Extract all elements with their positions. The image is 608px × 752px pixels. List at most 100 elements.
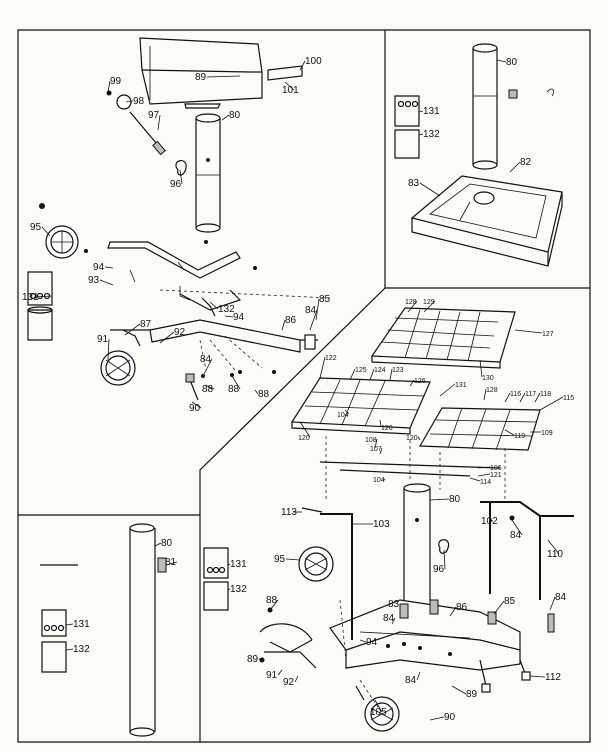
leader-line	[315, 298, 320, 321]
leader-line	[504, 429, 515, 436]
part-callout-98: 98	[133, 96, 145, 107]
rivet	[84, 249, 88, 253]
part-callout-109: 109	[541, 430, 553, 437]
part-callout-131: 131	[73, 619, 90, 630]
sleeve-131-left	[27, 271, 53, 306]
leader-line	[451, 685, 467, 695]
side-handle-103	[301, 507, 353, 640]
base-frame	[329, 599, 555, 671]
leader-line	[258, 658, 263, 661]
part-callout-102: 102	[481, 516, 498, 527]
panel-borders	[17, 29, 591, 743]
part-callout-132: 132	[230, 584, 247, 595]
part-callout-132: 132	[218, 304, 235, 315]
leader-line	[154, 542, 162, 547]
dash-guides-top	[159, 289, 331, 371]
leader-line	[125, 100, 134, 103]
part-callout-131: 131	[455, 382, 467, 389]
part-callout-92: 92	[283, 677, 295, 688]
part-callout-125: 125	[355, 367, 367, 374]
leader-line	[179, 169, 183, 185]
sleeve-132-left	[27, 306, 53, 341]
leader-line	[423, 300, 436, 313]
leader-line	[281, 319, 286, 331]
part-callout-126: 126	[381, 425, 393, 432]
leader-line	[359, 639, 367, 643]
leader-line	[204, 384, 215, 390]
leader-line	[374, 438, 378, 449]
part-callout-93: 93	[88, 275, 100, 286]
leader-line	[65, 648, 74, 651]
wheel-95-top	[39, 203, 79, 259]
part-callout-126: 126	[414, 378, 426, 385]
axle-bracket	[259, 607, 317, 669]
leader-line	[418, 133, 424, 136]
part-callout-128: 128	[405, 299, 417, 306]
leader-line	[157, 114, 161, 131]
part-callout-115: 115	[563, 395, 574, 402]
part-callout-113: 113	[281, 507, 297, 518]
part-callout-123: 123	[392, 367, 404, 374]
leader-line	[483, 388, 487, 401]
part-callout-128: 128	[486, 387, 498, 394]
leader-line	[221, 114, 230, 121]
leader-line	[429, 716, 445, 721]
part-callout-130: 130	[482, 375, 494, 382]
part-callout-132: 132	[423, 129, 440, 140]
part-callout-120: 120	[406, 435, 418, 442]
leader-line	[349, 368, 356, 381]
leader-line	[416, 671, 421, 681]
part-callout-88: 88	[258, 389, 270, 400]
main-post-top	[195, 113, 221, 233]
leader-line	[209, 301, 219, 310]
part-callout-87: 87	[140, 319, 152, 330]
part-callout-90: 90	[189, 403, 201, 414]
part-callout-129: 129	[423, 299, 435, 306]
part-callout-124: 124	[374, 367, 386, 374]
part-callout-91: 91	[97, 334, 109, 345]
leader-line	[284, 81, 295, 91]
post-80-base	[403, 483, 431, 600]
leader-line	[374, 699, 383, 713]
gas-hose-clip	[175, 160, 187, 176]
leader-line	[539, 396, 564, 411]
part-callout-92: 92	[174, 327, 186, 338]
leader-line	[519, 392, 526, 403]
part-callout-131: 131	[423, 106, 440, 117]
part-callout-110: 110	[547, 549, 563, 560]
leader-line	[65, 623, 74, 626]
part-callout-89: 89	[466, 689, 478, 700]
part-callout-117: 117	[525, 391, 536, 398]
leader-line	[269, 599, 279, 611]
leader-line	[429, 498, 450, 501]
leader-line	[407, 300, 418, 313]
part-callout-101: 101	[282, 85, 299, 96]
inset-bottom-left	[40, 523, 229, 737]
leader-line	[299, 421, 311, 438]
leader-line	[389, 368, 393, 381]
leader-line	[382, 478, 386, 481]
part-callout-85: 85	[319, 294, 331, 305]
burner-box	[139, 37, 303, 109]
leader-line	[206, 75, 241, 78]
part-callout-106: 106	[490, 465, 502, 472]
leader-line	[107, 80, 111, 93]
part-callout-95: 95	[274, 554, 286, 565]
part-callout-119: 119	[514, 433, 525, 440]
leader-line	[449, 606, 457, 617]
part-callout-104: 104	[337, 412, 349, 419]
hose-clip-base	[438, 539, 450, 554]
leader-line	[309, 309, 318, 331]
leader-line	[99, 279, 114, 286]
part-callout-94: 94	[366, 637, 378, 648]
feet	[479, 659, 531, 693]
part-callout-116: 116	[510, 391, 521, 398]
part-callout-90: 90	[444, 712, 456, 723]
leader-line	[549, 596, 556, 611]
part-callout-86: 86	[456, 602, 468, 613]
leader-line	[443, 549, 446, 570]
upper-frame	[107, 240, 257, 283]
part-callout-84: 84	[510, 530, 522, 541]
part-callout-80: 80	[161, 538, 173, 549]
